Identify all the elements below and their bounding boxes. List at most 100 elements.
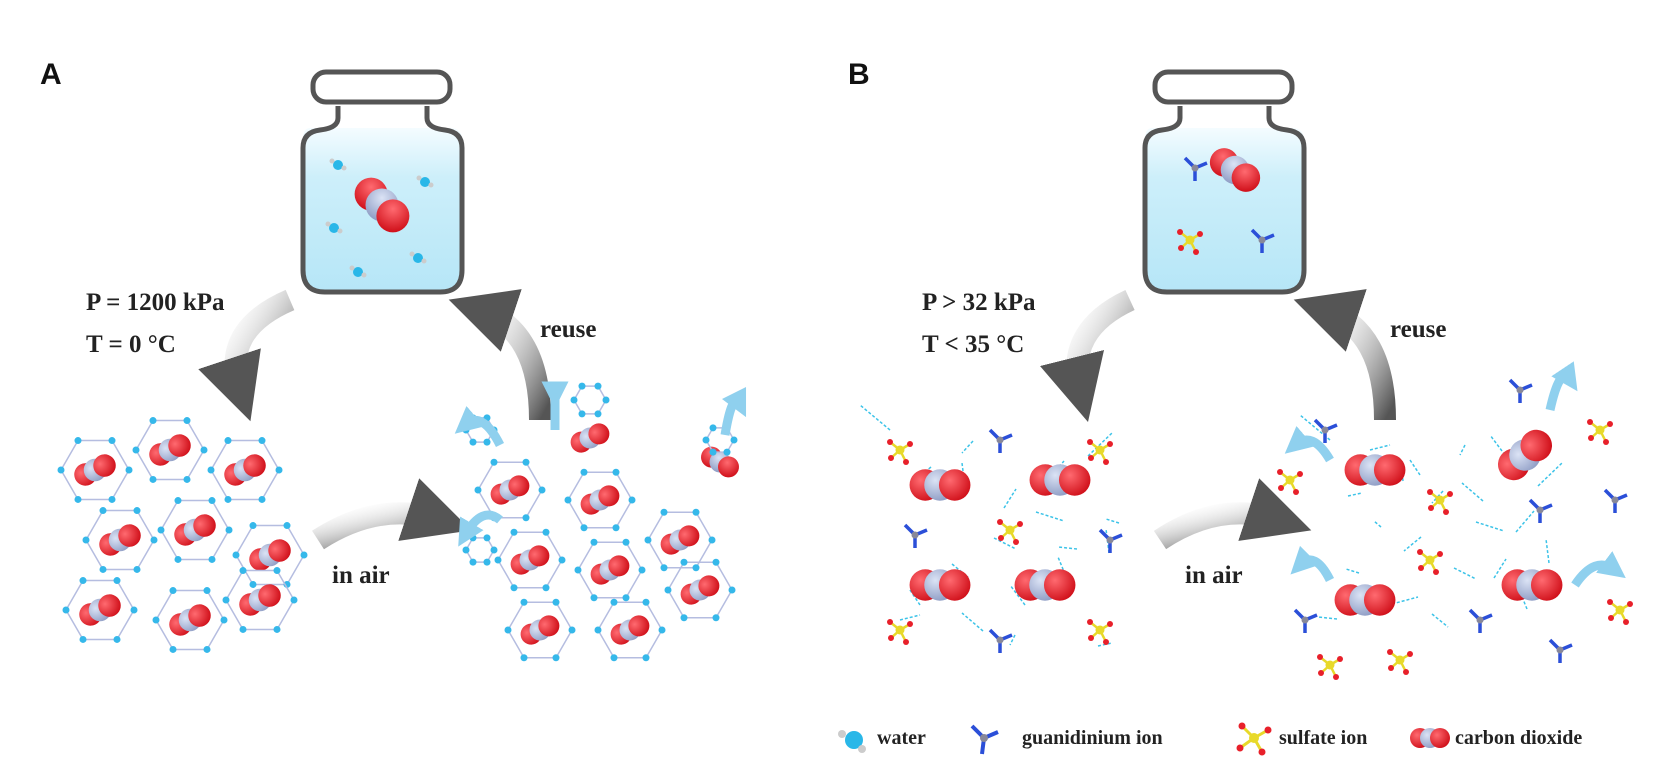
guanidinium-ion	[1548, 638, 1573, 663]
co2-molecule	[1344, 454, 1406, 486]
hydrogen-bond	[1373, 520, 1382, 528]
sulfate-ion	[1277, 469, 1303, 495]
hydrate-cage	[494, 528, 566, 592]
hydrogen-bond	[1453, 567, 1477, 580]
in-air-arrow-b	[1153, 478, 1312, 550]
hydrogen-bond	[859, 404, 891, 431]
legend-sulfate-ion: sulfate ion	[1279, 727, 1368, 749]
sulfate-ion	[1427, 489, 1453, 515]
hydrogen-bond	[1009, 634, 1016, 646]
sulfate-ion	[1587, 419, 1613, 445]
co2-molecule	[1501, 569, 1563, 601]
hydrogen-bond	[1035, 511, 1065, 522]
guanidinium-ion	[903, 523, 928, 548]
co2-molecule	[909, 469, 971, 501]
hydrate-cage	[570, 382, 610, 418]
co2-molecule	[510, 545, 550, 575]
guanidinium-ion	[988, 628, 1013, 653]
hydrate-cage	[152, 587, 228, 653]
reuse-arrow-a	[448, 289, 551, 421]
hydrogen-bond	[1369, 444, 1391, 451]
hydrate-cage	[504, 598, 576, 662]
co2-molecule	[1497, 429, 1553, 481]
guanidinium-ion	[1468, 608, 1493, 633]
release-arrow	[1571, 551, 1626, 588]
hydrogen-bond	[1431, 490, 1444, 504]
co2-molecule	[169, 604, 211, 636]
reuse-arrow-b	[1293, 289, 1396, 421]
jar-b	[1142, 69, 1307, 295]
jar-a	[300, 69, 465, 295]
co2-in-jar-a	[354, 177, 410, 233]
co2-molecule	[660, 525, 700, 555]
hydrate-cage	[564, 468, 636, 532]
release-arrow	[720, 386, 747, 436]
hydrogen-bond	[1087, 432, 1113, 457]
co2-molecule	[1334, 584, 1396, 616]
guanidinium-ion	[1508, 378, 1533, 403]
hydrogen-bond	[1345, 568, 1360, 574]
co2-molecule	[701, 446, 739, 478]
guanidinium-ion	[1603, 488, 1628, 513]
co2-molecule	[1014, 569, 1076, 601]
hydrate-cage	[574, 538, 646, 602]
reuse-label-a: reuse	[540, 316, 597, 343]
sulfate-ion	[1317, 654, 1343, 680]
co2-molecule	[909, 569, 971, 601]
sulfate-ion-icon	[1236, 722, 1272, 756]
hydrate-cage	[57, 437, 133, 503]
pressure-condition-a: P = 1200 kPa	[86, 289, 225, 316]
hydrogen-bond	[1545, 538, 1550, 564]
hydrogen-bond	[1461, 482, 1484, 502]
temperature-condition-a: T = 0 °C	[86, 331, 176, 358]
co2-molecule	[590, 555, 630, 585]
hydrogen-bond	[1431, 613, 1449, 628]
hydrate-cage	[462, 534, 498, 566]
hydrogen-bond	[961, 440, 974, 454]
hydrate-cage	[232, 522, 308, 588]
guanidinium-ion	[1528, 498, 1553, 523]
sulfate-ion	[997, 519, 1023, 545]
sulfate-ion	[887, 619, 913, 645]
guanidinium-ion	[1183, 156, 1208, 181]
release-arrow	[454, 405, 505, 448]
hydrate-cage	[157, 497, 233, 563]
conditions-a: P = 1200 kPa T = 0 °C	[86, 282, 225, 366]
co2-molecule	[249, 539, 291, 571]
hydrogen-bond	[961, 612, 984, 632]
capture-arrow-a	[198, 289, 295, 422]
sulfate-ion	[1177, 229, 1203, 255]
co2-molecule	[99, 524, 141, 556]
water-molecule	[329, 158, 347, 171]
hydrate-cage	[644, 508, 716, 572]
guanidinium-ion	[1313, 418, 1338, 443]
in-air-arrow-a	[312, 478, 472, 550]
hydrate-cage	[82, 507, 158, 573]
pressure-condition-b: P > 32 kPa	[922, 289, 1036, 316]
hydrogen-bond	[1009, 584, 1026, 606]
hydrogen-bond	[1403, 536, 1422, 552]
hydrogen-bond	[961, 462, 964, 472]
capture-arrow-b	[1039, 290, 1135, 423]
release-arrow	[1284, 425, 1334, 463]
co2-molecule	[74, 454, 116, 486]
co2-molecule	[580, 485, 620, 515]
hydrogen-bond	[1409, 459, 1421, 476]
hydrate-cage	[207, 437, 283, 503]
hydrogen-bond	[1105, 518, 1120, 524]
reuse-label-b: reuse	[1390, 316, 1447, 343]
sulfate-ion	[1417, 549, 1443, 575]
hydrate-cage	[594, 598, 666, 662]
co2-molecule	[239, 584, 281, 616]
legend-guanidinium-ion: guanidinium ion	[1022, 727, 1163, 749]
co2-molecule	[224, 454, 266, 486]
hydrogen-bond	[1317, 616, 1338, 620]
hydrogen-bond	[1537, 462, 1563, 487]
release-arrow	[1290, 545, 1335, 583]
hydrogen-bond	[1057, 556, 1068, 580]
in-air-label-a: in air	[332, 562, 390, 589]
water-molecule-icon	[838, 730, 866, 753]
co2-molecule	[520, 615, 560, 645]
hydrogen-bond	[1515, 510, 1535, 533]
